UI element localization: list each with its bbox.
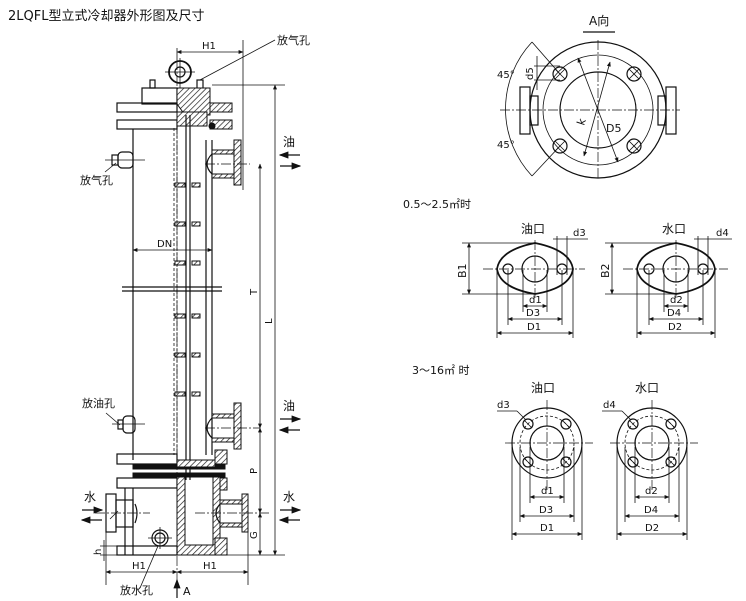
small-water-outer: D2 <box>668 322 682 333</box>
large-oil-hole: d3 <box>497 400 510 411</box>
view-a-d5-small: d5 <box>525 67 536 80</box>
dim-h1-top: H1 <box>202 41 216 52</box>
oil-lower-label: 油 <box>283 399 295 413</box>
large-water-hole: d4 <box>603 400 616 411</box>
large-oil-pitch: D3 <box>539 505 553 516</box>
large-water-inner: d2 <box>645 486 658 497</box>
small-oil-title: 油口 <box>521 222 545 236</box>
small-water-pitch: D4 <box>667 308 681 319</box>
small-flanges-heading: 0.5～2.5㎡时 <box>403 198 471 211</box>
large-water-pitch: D4 <box>644 505 658 516</box>
dim-dn: DN <box>157 239 172 250</box>
drawing-title: 2LQFL型立式冷却器外形图及尺寸 <box>8 9 204 24</box>
view-a-angle-bottom: 45° <box>497 140 515 151</box>
dim-p: P <box>249 468 260 474</box>
view-a-d5-large: D5 <box>606 122 621 135</box>
small-oil-b: B1 <box>456 263 469 278</box>
dim-g: G <box>249 531 260 539</box>
large-water-title: 水口 <box>635 381 659 395</box>
view-a-k: k <box>574 116 589 127</box>
small-oil-port: 油口 B1 d3 d1 D3 D1 <box>456 222 588 338</box>
dim-h: h <box>93 549 104 555</box>
dim-l: L <box>264 318 275 324</box>
large-oil-outer: D1 <box>540 523 554 534</box>
dim-t: T <box>249 288 260 296</box>
baffles <box>174 182 201 397</box>
vent-top-label: 放气孔 <box>277 33 310 47</box>
oil-drain-label: 放油孔 <box>82 396 115 410</box>
small-water-b: B2 <box>599 263 612 278</box>
small-flanges: 0.5～2.5㎡时 油口 B1 d3 d1 D3 <box>403 198 732 338</box>
small-water-port: 水口 B2 d4 d2 D4 D2 <box>599 222 732 338</box>
large-oil-title: 油口 <box>531 381 555 395</box>
large-oil-port: 油口 d3 d1 D3 D1 <box>497 381 593 540</box>
large-water-port: 水口 d4 d2 D4 D2 <box>602 381 698 540</box>
small-water-hole: d4 <box>716 228 729 239</box>
view-a: A向 45° 45° d5 k D5 <box>497 13 680 180</box>
water-drain-label: 放水孔 <box>120 583 153 597</box>
dim-h1-bottom-right: H1 <box>203 561 217 572</box>
vent-side-label: 放气孔 <box>80 173 113 187</box>
oil-upper-label: 油 <box>283 135 295 149</box>
view-a-title: A向 <box>589 13 609 28</box>
large-flanges: 3～16㎡ 时 油口 d3 d1 D3 <box>412 364 698 540</box>
view-arrow-label: A <box>183 585 191 598</box>
small-oil-outer: D1 <box>527 322 541 333</box>
dim-h1-bottom-left: H1 <box>132 561 146 572</box>
water-right-label: 水 <box>283 490 295 504</box>
main-view: 放气孔 放气孔 放油孔 放水孔 油 油 水 水 A H1 DN H1 H1 T … <box>80 33 310 598</box>
small-oil-hole: d3 <box>573 228 586 239</box>
large-water-outer: D2 <box>645 523 659 534</box>
small-water-inner: d2 <box>670 295 683 306</box>
large-flanges-heading: 3～16㎡ 时 <box>412 364 470 377</box>
water-left-label: 水 <box>84 490 96 504</box>
small-oil-inner: d1 <box>529 295 542 306</box>
small-oil-pitch: D3 <box>526 308 540 319</box>
view-a-angle-top: 45° <box>497 70 515 81</box>
large-oil-inner: d1 <box>541 486 554 497</box>
small-water-title: 水口 <box>662 222 686 236</box>
